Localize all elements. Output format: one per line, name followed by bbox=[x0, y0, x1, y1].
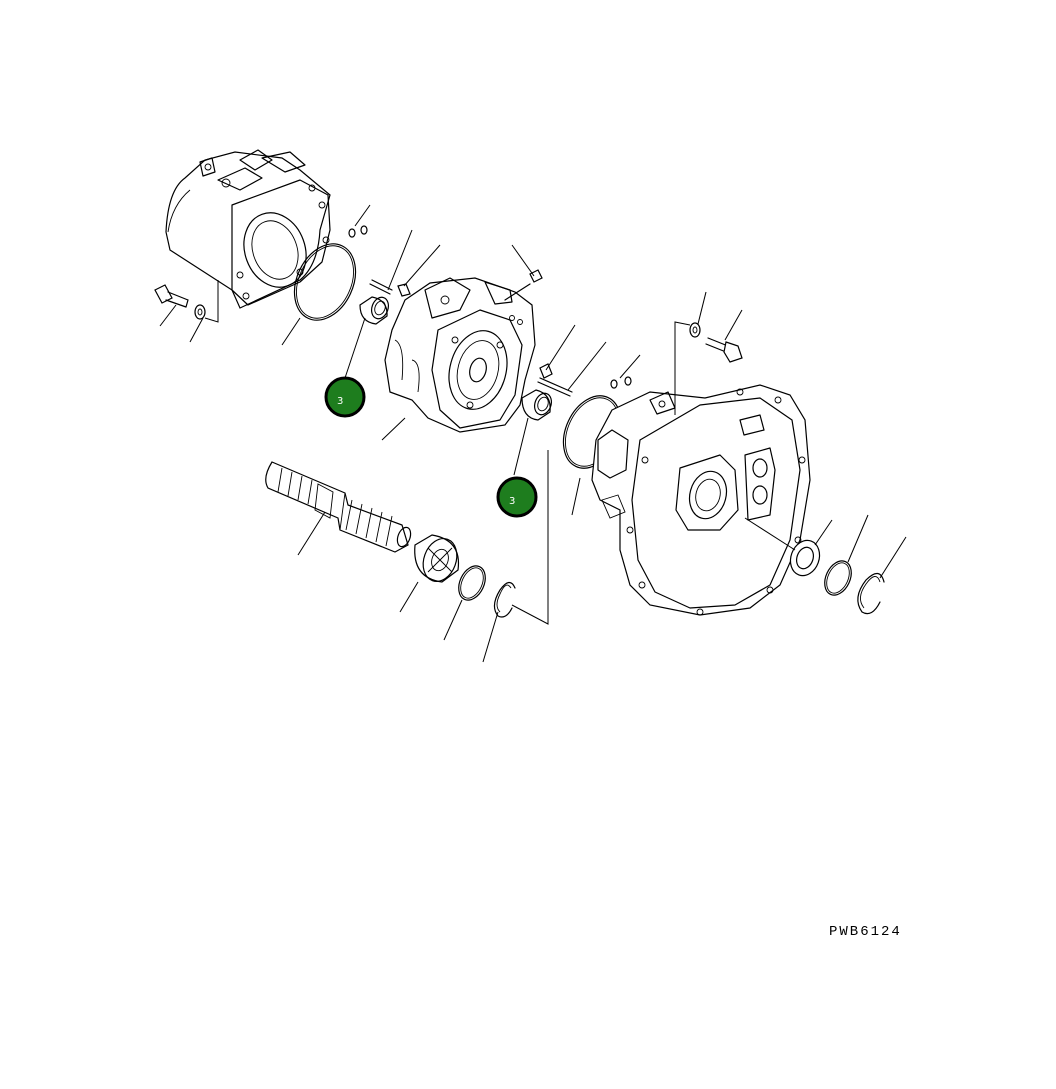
housing-bolt bbox=[154, 284, 189, 308]
drive-shaft bbox=[265, 461, 412, 553]
pin-pair-upper bbox=[348, 225, 368, 238]
callout-label: 3 bbox=[509, 496, 515, 507]
retaining-ring-left bbox=[458, 565, 486, 601]
small-bolt-middle bbox=[539, 363, 553, 379]
front-flange-housing bbox=[591, 384, 811, 616]
rear-pump-housing bbox=[165, 149, 331, 309]
upper-bushing bbox=[359, 296, 390, 325]
snap-ring-left bbox=[493, 581, 516, 618]
shaft-bearing bbox=[414, 534, 460, 583]
flange-bolt bbox=[705, 337, 743, 363]
large-o-ring bbox=[293, 243, 357, 321]
housing-washer bbox=[194, 304, 206, 320]
callout-label: 3 bbox=[337, 396, 343, 407]
long-pin bbox=[537, 377, 573, 397]
small-plug bbox=[397, 283, 411, 297]
pin-pair-lower bbox=[610, 376, 632, 389]
retaining-ring-right-1 bbox=[824, 560, 852, 596]
callout-upper-bushing[interactable]: 3 bbox=[324, 376, 366, 418]
upper-fitting bbox=[529, 269, 543, 283]
flange-washer bbox=[689, 322, 701, 338]
snap-ring-right bbox=[857, 572, 885, 615]
lower-bushing bbox=[521, 389, 553, 421]
oil-seal bbox=[789, 539, 821, 577]
middle-pump-body bbox=[384, 277, 536, 433]
drawing-code: PWB6124 bbox=[829, 924, 902, 940]
callout-lower-bushing[interactable]: 3 bbox=[496, 476, 538, 518]
